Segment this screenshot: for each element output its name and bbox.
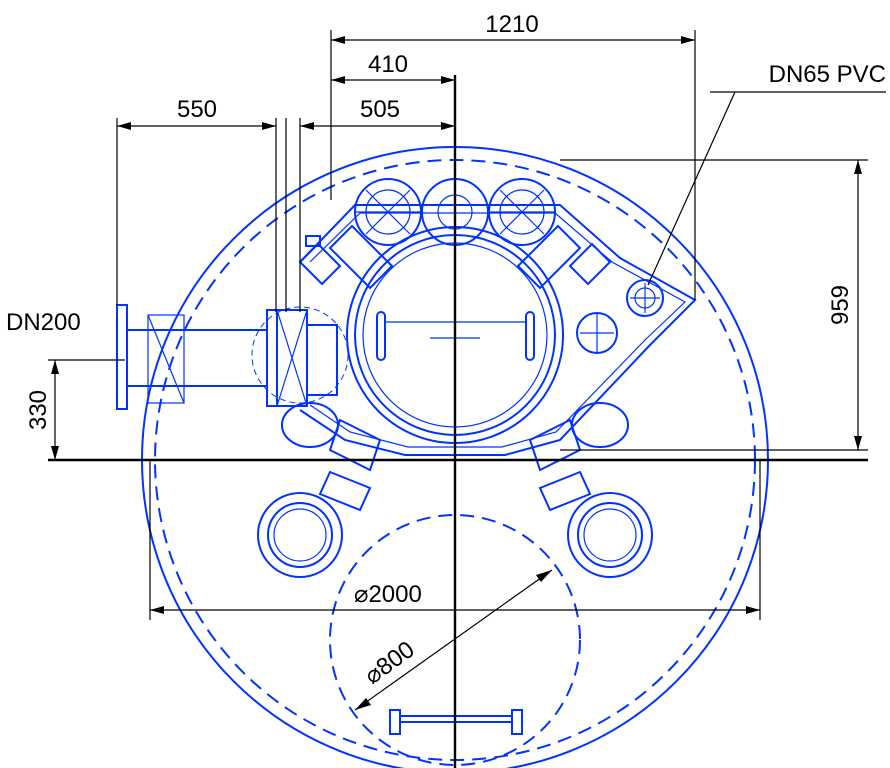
dimension-1210: 1210 (330, 11, 696, 300)
dimension-959-label: 959 (827, 285, 854, 325)
label-dn65-pvc: DN65 PVC (647, 61, 886, 286)
dimension-410-label: 410 (368, 51, 408, 78)
discharge-left (257, 402, 382, 578)
dimension-phi2000: ⌀2000 (149, 460, 761, 620)
upper-left-branch (298, 224, 394, 290)
dn200-inlet-pipe (116, 304, 349, 410)
dimension-1210-label: 1210 (485, 11, 538, 38)
phi-symbol: ⌀ (354, 581, 368, 608)
dimension-phi2000-label: ⌀2000 (354, 581, 422, 608)
dimension-505-label: 505 (360, 96, 400, 123)
manifold-plate (299, 204, 697, 456)
dimension-330-label: 330 (25, 390, 52, 430)
pump-motor-right (488, 178, 556, 246)
discharge-right (528, 402, 653, 578)
dimension-550-label: 550 (177, 96, 217, 123)
dimension-410: 410 (331, 51, 455, 84)
air-valve (576, 312, 618, 354)
dimension-phi800-label: ⌀800 (360, 636, 420, 690)
inner-shaft-dashed (329, 514, 581, 766)
dn65-label: DN65 PVC (769, 61, 886, 88)
dn200-label: DN200 (6, 309, 81, 336)
dimension-550: 550 (116, 96, 277, 312)
label-dn200: DN200 (6, 309, 81, 336)
dimension-505: 505 (285, 96, 455, 312)
phi2000-value: 2000 (368, 581, 421, 608)
dimension-959: 959 (560, 159, 868, 451)
upper-right-branch (516, 224, 664, 317)
dimension-330: 330 (25, 359, 125, 460)
pump-motor-left (354, 178, 422, 246)
